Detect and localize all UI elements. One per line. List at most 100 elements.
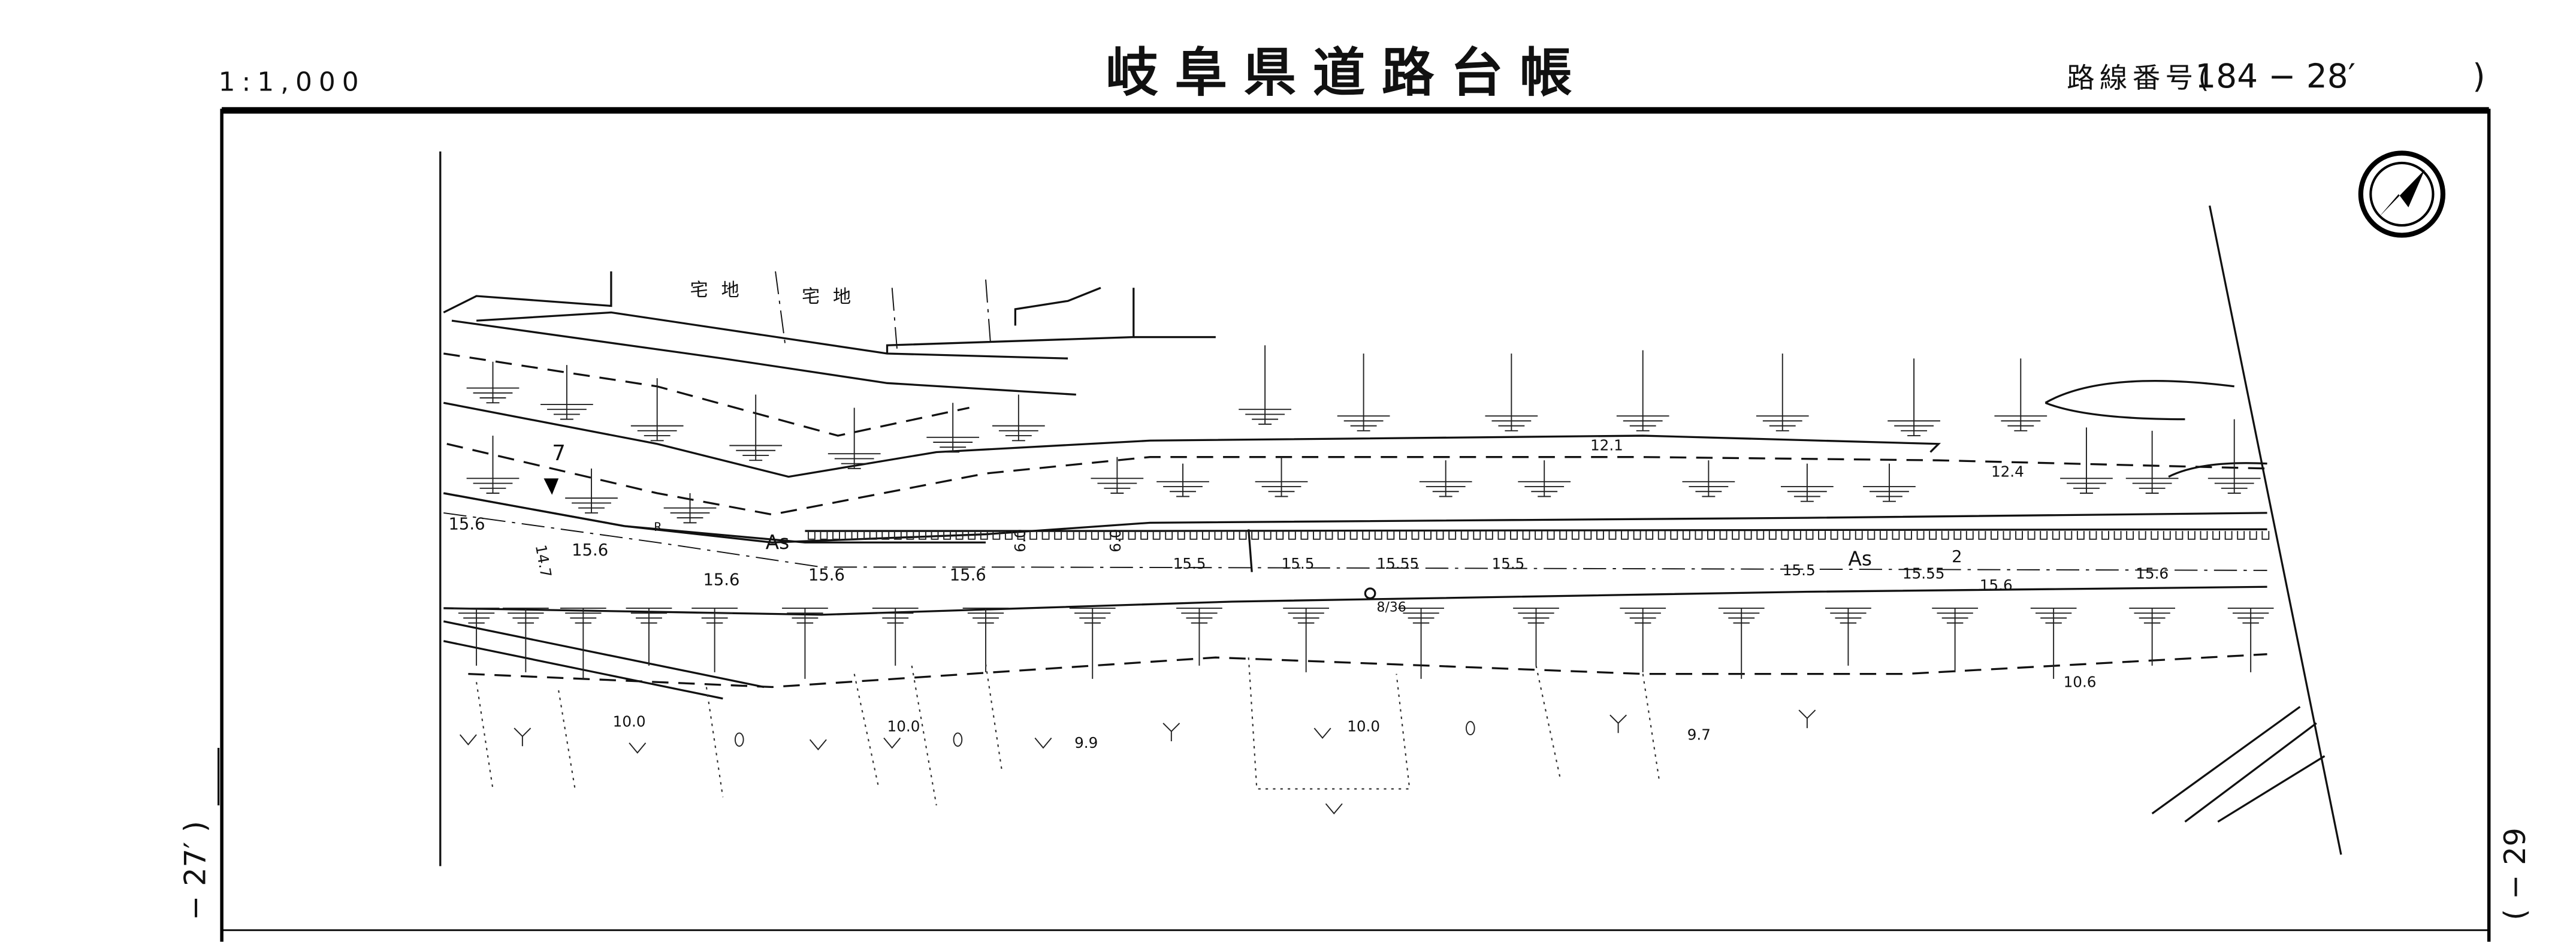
curb-tooth (869, 531, 877, 540)
elevation-label: 15.55 (1902, 565, 1945, 582)
terrain-lines (443, 319, 2267, 544)
curb-tooth (1621, 531, 1629, 540)
curb-tooth (2224, 531, 2233, 540)
curb-tooth (1990, 531, 1998, 540)
field-symbol-icon (1313, 727, 1331, 739)
curb-tooth (2237, 531, 2245, 540)
surface-label: As (1848, 547, 1872, 570)
curb-line (805, 528, 2267, 532)
curb-tooth (1805, 531, 1814, 540)
curb-tooth (1140, 531, 1149, 540)
curb-tooth (1830, 531, 1838, 540)
curb-tooth (1374, 531, 1382, 540)
curb-tooth (1535, 531, 1543, 540)
curb-tooth (857, 531, 865, 540)
curb-tooth (1165, 531, 1173, 540)
curb-tooth (1682, 531, 1690, 540)
mark-label: 7 (552, 441, 566, 466)
elevation-label: 10.6 (2064, 674, 2097, 691)
curb-tooth (2163, 531, 2171, 540)
scale-label: 1:1,000 (219, 67, 366, 97)
curb-tooth (1707, 531, 1715, 540)
curb-tooth (1843, 531, 1851, 540)
curb-tooth (1608, 531, 1617, 540)
curb-tooth (1276, 531, 1284, 540)
elevation-label: 15.6 (2136, 565, 2169, 582)
curb-tooth (2151, 531, 2159, 540)
curb-tooth (1436, 531, 1444, 540)
curb-tooth (2249, 531, 2257, 540)
curb-tooth (1325, 531, 1333, 540)
curb-tooth (1128, 531, 1136, 540)
curb-tooth (1596, 531, 1604, 540)
slope-toe-south (468, 653, 2267, 689)
curb-tooth (1189, 531, 1198, 540)
route-close: ) (2472, 57, 2485, 95)
curb-tooth (1227, 531, 1234, 540)
curb-tooth (955, 531, 964, 540)
orchard-symbol-icon (514, 727, 531, 747)
curb-tooth (2126, 531, 2134, 540)
station-line (1248, 529, 1253, 572)
curb-tooth (1584, 531, 1592, 540)
elevation-label: 9.7 (1687, 726, 1711, 743)
elevation-label: 9.9 (1074, 734, 1098, 751)
curb-tooth (1559, 531, 1568, 540)
field-symbol-icon (459, 734, 477, 745)
benchmark-icon (1364, 587, 1376, 600)
curb-tooth (1214, 531, 1222, 540)
elevation-label: 15.5 (1491, 555, 1524, 572)
curb-tooth (1756, 531, 1765, 540)
sheet-title: 岐阜県道路台帳 (1106, 42, 1589, 103)
curb-tooth (1768, 531, 1777, 540)
curb-tooth (2113, 531, 2122, 540)
elevation-label: 15.6 (703, 571, 739, 590)
curb-tooth (1239, 531, 1247, 540)
curb-tooth (1263, 531, 1272, 540)
orchard-symbol-icon (1798, 709, 1816, 729)
curb-tooth (1818, 531, 1826, 540)
curb-tooth (1337, 531, 1346, 540)
road-centerline (443, 512, 2267, 571)
curb-tooth (1116, 531, 1124, 540)
elevation-label: 10.0 (613, 712, 646, 730)
curb-tooth (1867, 531, 1876, 540)
curb-tooth (906, 531, 914, 540)
curb-tooth (820, 531, 828, 540)
curb-tooth (1362, 531, 1370, 540)
curb-tooth (1547, 531, 1555, 540)
curb-tooth (2027, 531, 2036, 540)
orchard-symbol-icon (1609, 714, 1627, 733)
embankment-south (443, 620, 765, 700)
curb-tooth (2175, 531, 2184, 540)
curb-tooth (943, 531, 952, 540)
tree-symbol-icon (953, 732, 963, 747)
curb-tooth (1633, 531, 1641, 540)
curb-tooth (1041, 531, 1050, 540)
curb-tooth (1719, 531, 1728, 540)
sheet-frame (220, 108, 2491, 942)
field-symbol-icon (809, 739, 827, 751)
curb-tooth (1732, 531, 1740, 540)
curb-tooth (2003, 531, 2011, 540)
curb-tooth (992, 531, 1001, 540)
curb-tooth (1744, 531, 1752, 540)
elevation-label: 15.55 (1377, 555, 1420, 572)
elevation-label: 15.6 (808, 566, 845, 584)
curb-tooth (1941, 531, 1949, 540)
curb-tooth (2261, 531, 2270, 540)
curb-tooth (1879, 531, 1888, 540)
curb-tooth (1965, 531, 1974, 540)
elevation-label: 15.6 (572, 541, 608, 560)
tree-symbol-icon (1466, 721, 1475, 736)
side-label-right: ( − 29 (2498, 828, 2532, 920)
elevation-label: 10.0 (887, 718, 920, 735)
curb-tooth (1313, 531, 1321, 540)
building-lots (443, 271, 1216, 360)
north-arrow-icon (2358, 150, 2446, 238)
marker-triangle-icon (543, 478, 559, 495)
land-use-label: 宅地 (690, 280, 753, 301)
curb-tooth (1657, 531, 1666, 540)
curb-tooth (2076, 531, 2085, 540)
